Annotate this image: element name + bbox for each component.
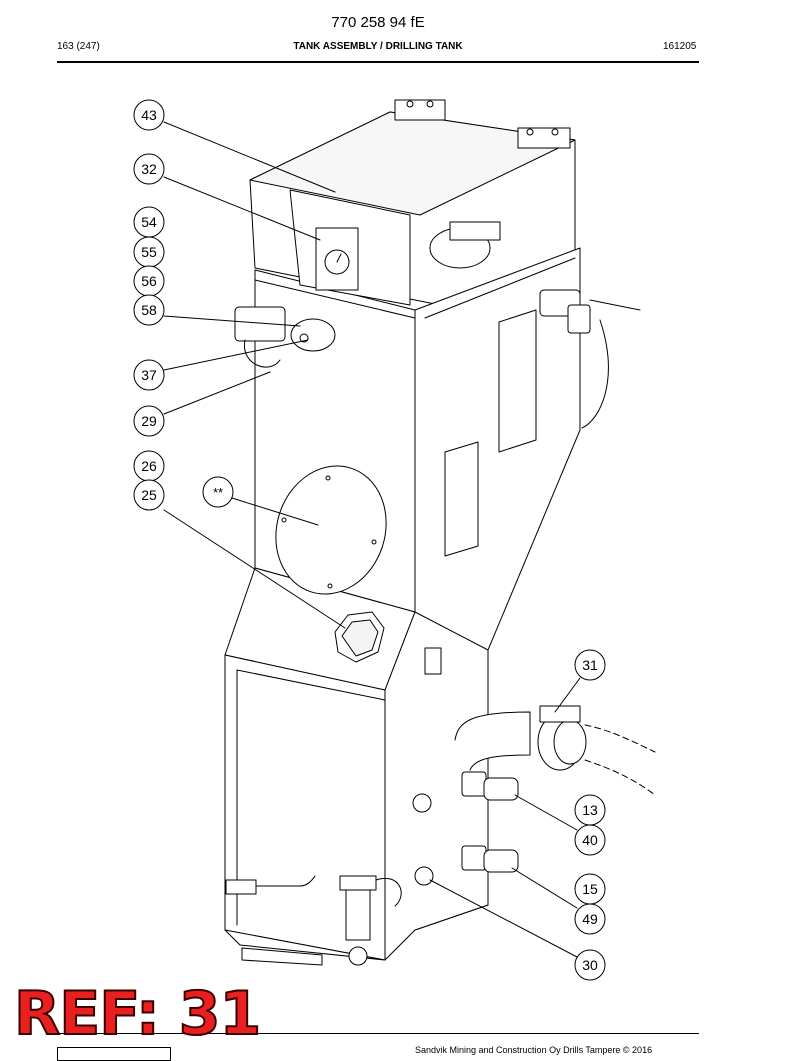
drain-fittings bbox=[225, 875, 402, 966]
svg-text:30: 30 bbox=[582, 957, 598, 973]
svg-text:31: 31 bbox=[582, 657, 598, 673]
svg-text:43: 43 bbox=[141, 107, 157, 123]
callout-40: 40 bbox=[574, 824, 606, 856]
svg-text:40: 40 bbox=[582, 832, 598, 848]
svg-text:26: 26 bbox=[141, 458, 157, 474]
footer-rule bbox=[57, 1033, 699, 1034]
svg-text:29: 29 bbox=[141, 413, 157, 429]
ref-label: REF: 31 bbox=[13, 979, 262, 1049]
callout-13: 13 bbox=[574, 794, 606, 826]
callout-55: 55 bbox=[133, 236, 165, 268]
svg-text:54: 54 bbox=[141, 214, 157, 230]
svg-text:56: 56 bbox=[141, 273, 157, 289]
elbow-fittings bbox=[412, 771, 519, 886]
leader-lines bbox=[163, 121, 581, 958]
svg-text:25: 25 bbox=[141, 487, 157, 503]
svg-text:15: 15 bbox=[582, 881, 598, 897]
callout-32: 32 bbox=[133, 153, 165, 185]
footer-copyright: Sandvik Mining and Construction Oy Drill… bbox=[415, 1045, 653, 1055]
page-title: TANK ASSEMBLY / DRILLING TANK bbox=[293, 41, 463, 52]
sandvik-logo bbox=[57, 1047, 171, 1061]
callout-54: 54 bbox=[133, 206, 165, 238]
right-top-fitting bbox=[539, 289, 641, 429]
callout-30: 30 bbox=[574, 949, 606, 981]
callout-29: 29 bbox=[133, 405, 165, 437]
callout-31: 31 bbox=[574, 649, 606, 681]
callout-49: 49 bbox=[574, 903, 606, 935]
svg-text:13: 13 bbox=[582, 802, 598, 818]
svg-text:55: 55 bbox=[141, 244, 157, 260]
callout-26: 26 bbox=[133, 450, 165, 482]
svg-text:32: 32 bbox=[141, 161, 157, 177]
callout-15: 15 bbox=[574, 873, 606, 905]
callout-25: 25 bbox=[133, 479, 165, 511]
callout-43: 43 bbox=[133, 99, 165, 131]
page-number: 163 (247) bbox=[57, 41, 100, 52]
left-valve-fitting bbox=[234, 306, 336, 368]
side-plates bbox=[424, 309, 537, 675]
callout-58: 58 bbox=[133, 294, 165, 326]
hose-connector bbox=[454, 705, 656, 796]
top-valve-block bbox=[289, 99, 571, 306]
date-code: 161205 bbox=[663, 41, 697, 52]
callout-37: 37 bbox=[133, 359, 165, 391]
document-number: 770 258 94 fE bbox=[331, 14, 425, 31]
fill-cap bbox=[334, 611, 385, 663]
header-rule bbox=[57, 61, 699, 63]
callout-56: 56 bbox=[133, 265, 165, 297]
svg-text:37: 37 bbox=[141, 367, 157, 383]
svg-text:**: ** bbox=[213, 485, 223, 500]
callout-asterisks: ** bbox=[202, 476, 234, 508]
svg-text:49: 49 bbox=[582, 911, 598, 927]
svg-text:58: 58 bbox=[141, 302, 157, 318]
